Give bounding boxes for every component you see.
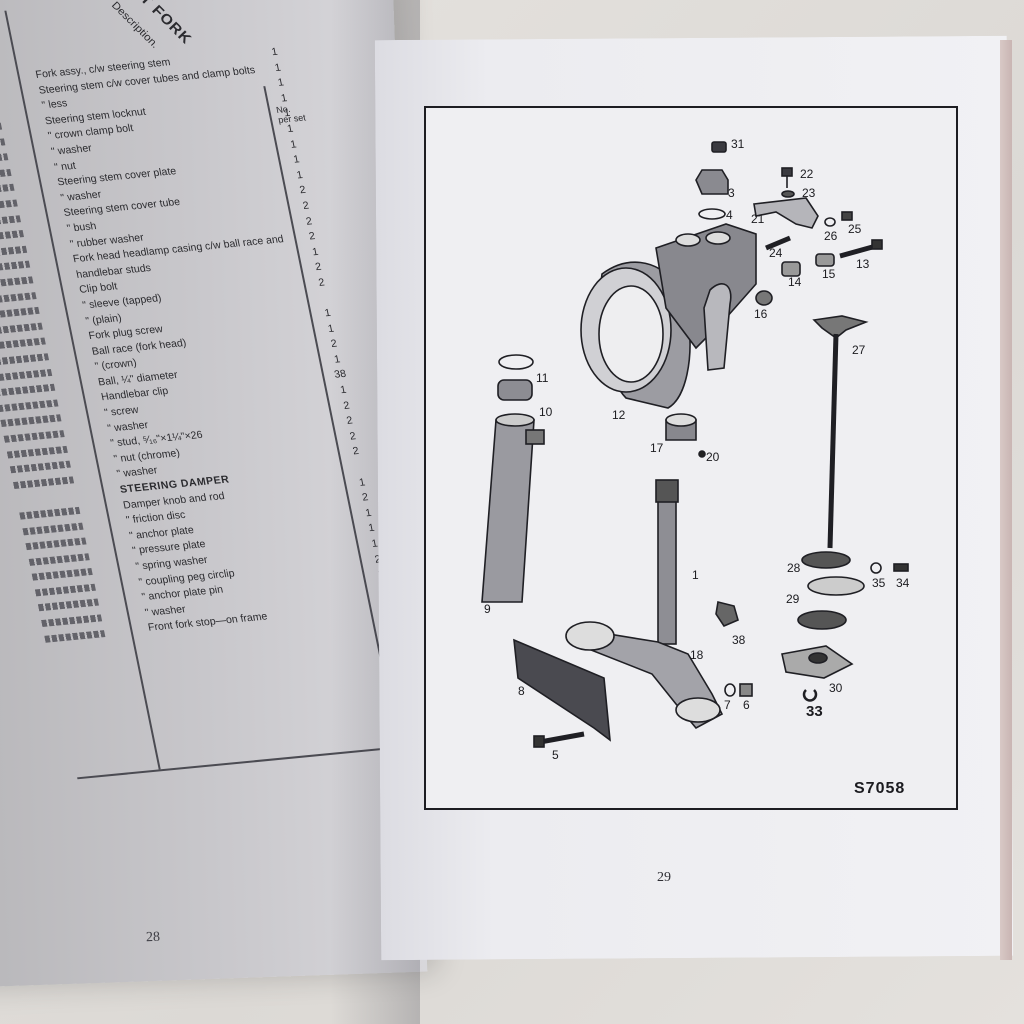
callout-15: 15 [822,267,836,281]
figure-code: S7058 [854,780,906,797]
callout-23: 23 [802,186,816,200]
callout-5: 5 [552,748,559,762]
exploded-diagram-frame [424,106,958,810]
callout-28: 28 [787,561,801,575]
callout-26: 26 [824,229,838,243]
callout-12: 12 [612,408,626,422]
callout-1: 1 [692,568,699,582]
callout-17: 17 [650,441,664,455]
callout-29: 29 [786,592,800,606]
callout-7: 7 [724,698,731,712]
callout-11: 11 [536,371,549,385]
right-page-number: 29 [657,870,671,885]
callout-20: 20 [706,450,720,464]
page-edge [1000,40,1012,960]
callout-25: 25 [848,222,862,236]
callout-34: 34 [896,576,910,590]
left-page-number: 28 [145,929,161,946]
callout-30: 30 [829,681,843,695]
callout-38: 38 [732,633,746,647]
callout-27: 27 [852,343,866,357]
callout-18: 18 [690,648,704,662]
callout-35: 35 [872,576,886,590]
callout-16: 16 [754,307,768,321]
callout-9: 9 [484,602,491,616]
callout-24: 24 [769,246,783,260]
callout-13: 13 [856,257,870,271]
callout-8: 8 [518,684,525,698]
callout-31: 31 [731,137,745,151]
callout-4: 4 [726,208,733,222]
callout-6: 6 [743,698,750,712]
callout-22: 22 [800,167,814,181]
callout-14: 14 [788,275,802,289]
exploded-fork-diagram [481,141,909,748]
callout-3: 3 [728,186,735,200]
callout-33: 33 [806,703,823,720]
callout-21: 21 [751,212,765,226]
callout-10: 10 [539,405,553,419]
